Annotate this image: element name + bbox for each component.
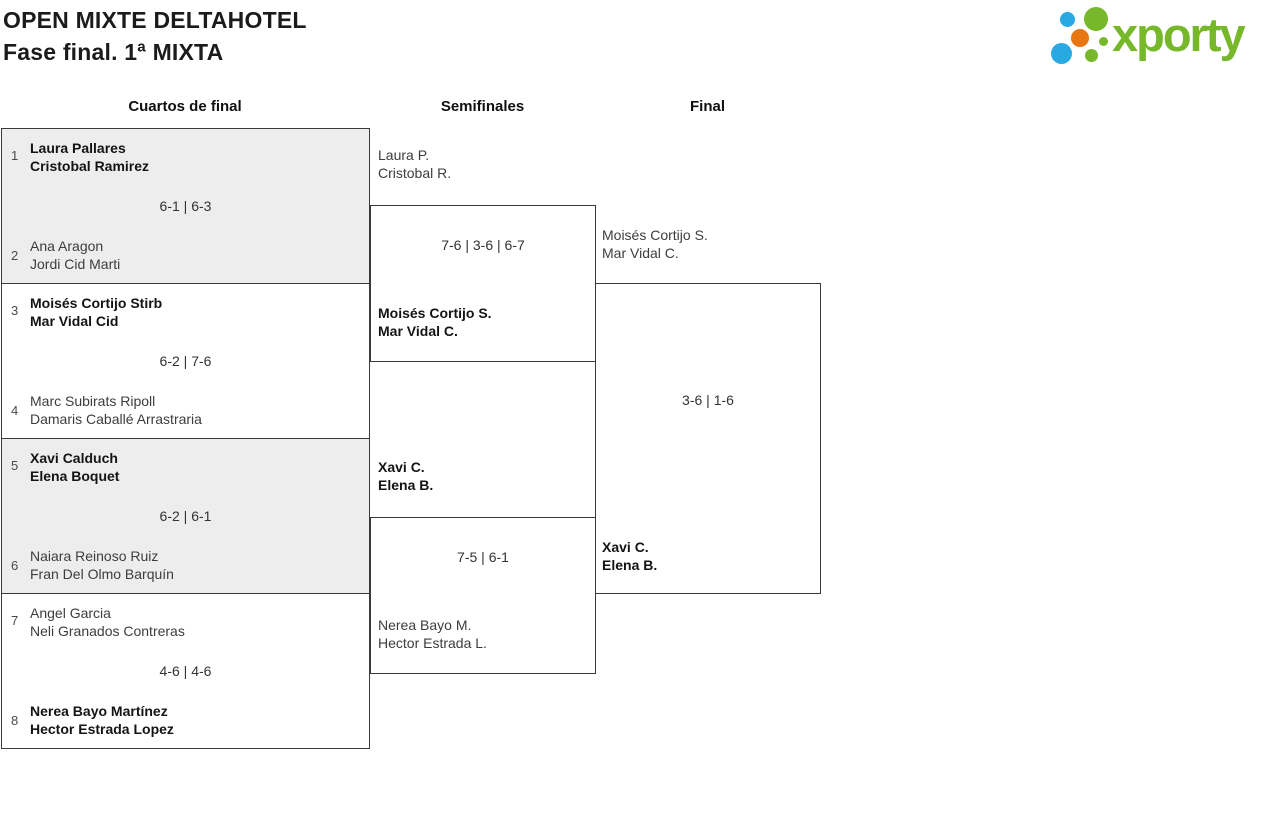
- quarterfinal-match-1: 1 Laura Pallares Cristobal Ramirez 6-1 |…: [1, 128, 370, 284]
- logo-dot-orange-icon: [1071, 29, 1089, 47]
- seed-number: 1: [11, 148, 19, 163]
- round-header-semifinals: Semifinales: [440, 98, 525, 115]
- player-name: Mar Vidal C.: [378, 323, 458, 339]
- player-name: Nerea Bayo Martínez: [30, 703, 168, 719]
- semifinal-2-team-bottom: Nerea Bayo M. Hector Estrada L.: [378, 616, 487, 652]
- final-score: 3-6 | 1-6: [682, 392, 734, 408]
- semifinal-2-score: 7-5 | 6-1: [457, 549, 509, 565]
- quarterfinal-match-4: 7 Angel Garcia Neli Granados Contreras 4…: [1, 593, 370, 749]
- logo-dot-green-tiny-icon: [1099, 37, 1108, 46]
- seed-number: 8: [11, 713, 19, 728]
- player-name: Xavi Calduch: [30, 450, 118, 466]
- player-name: Cristobal R.: [378, 165, 452, 181]
- team-pair-winner: Xavi Calduch Elena Boquet: [30, 449, 119, 485]
- seed-number: 3: [11, 303, 19, 318]
- semifinal-1-team-top: Laura P. Cristobal R.: [378, 146, 451, 182]
- player-name: Hector Estrada L.: [378, 635, 487, 651]
- logo-dot-green-small-icon: [1085, 49, 1098, 62]
- round-header-quarterfinals: Cuartos de final: [128, 98, 242, 115]
- team-pair-winner: Moisés Cortijo Stirb Mar Vidal Cid: [30, 294, 162, 330]
- final-box: [595, 283, 821, 594]
- player-name: Elena B.: [602, 557, 658, 573]
- xporty-logo[interactable]: xporty: [1046, 2, 1278, 72]
- team-pair: Naiara Reinoso Ruiz Fran Del Olmo Barquí…: [30, 547, 174, 583]
- match-score: 6-2 | 6-1: [159, 508, 212, 524]
- player-name: Laura Pallares: [30, 140, 126, 156]
- team-pair: Marc Subirats Ripoll Damaris Caballé Arr…: [30, 392, 202, 428]
- final-team-top: Moisés Cortijo S. Mar Vidal C.: [602, 226, 708, 262]
- team-pair: Angel Garcia Neli Granados Contreras: [30, 604, 185, 640]
- logo-dot-blue-large-icon: [1051, 43, 1072, 64]
- team-pair-winner: Laura Pallares Cristobal Ramirez: [30, 139, 149, 175]
- player-name: Laura P.: [378, 147, 430, 163]
- player-name: Naiara Reinoso Ruiz: [30, 548, 159, 564]
- quarterfinal-match-3: 5 Xavi Calduch Elena Boquet 6-2 | 6-1 6 …: [1, 438, 370, 594]
- match-score: 6-1 | 6-3: [159, 198, 212, 214]
- player-name: Jordi Cid Marti: [30, 256, 121, 272]
- player-name: Hector Estrada Lopez: [30, 721, 174, 737]
- player-name: Angel Garcia: [30, 605, 111, 621]
- semifinal-2-team-top-winner: Xavi C. Elena B.: [378, 458, 433, 494]
- final-team-bottom-champion: Xavi C. Elena B.: [602, 538, 657, 574]
- player-name: Mar Vidal Cid: [30, 313, 119, 329]
- player-name: Xavi C.: [378, 459, 425, 475]
- quarterfinal-match-2: 3 Moisés Cortijo Stirb Mar Vidal Cid 6-2…: [1, 283, 370, 439]
- player-name: Nerea Bayo M.: [378, 617, 472, 633]
- semifinal-1-team-bottom-winner: Moisés Cortijo S. Mar Vidal C.: [378, 304, 492, 340]
- xporty-wordmark: xporty: [1112, 8, 1246, 61]
- match-score: 6-2 | 7-6: [159, 353, 212, 369]
- semifinal-1-score: 7-6 | 3-6 | 6-7: [441, 237, 525, 253]
- logo-dot-blue-small-icon: [1060, 12, 1075, 27]
- player-name: Elena Boquet: [30, 468, 120, 484]
- player-name: Marc Subirats Ripoll: [30, 393, 156, 409]
- seed-number: 4: [11, 403, 19, 418]
- semifinal-1-box: [370, 205, 596, 362]
- page-subtitle: Fase final. 1ª MIXTA: [3, 39, 224, 65]
- player-name: Cristobal Ramirez: [30, 158, 150, 174]
- team-pair: Ana Aragon Jordi Cid Marti: [30, 237, 120, 273]
- player-name: Moisés Cortijo S.: [378, 305, 492, 321]
- player-name: Fran Del Olmo Barquín: [30, 566, 174, 582]
- team-pair-winner: Nerea Bayo Martínez Hector Estrada Lopez: [30, 702, 174, 738]
- player-name: Neli Granados Contreras: [30, 623, 185, 639]
- round-header-final: Final: [689, 98, 725, 115]
- logo-dot-green-large-icon: [1084, 7, 1108, 31]
- player-name: Damaris Caballé Arrastraria: [30, 411, 202, 427]
- seed-number: 2: [11, 248, 19, 263]
- match-score: 4-6 | 4-6: [159, 663, 212, 679]
- seed-number: 6: [11, 558, 19, 573]
- seed-number: 5: [11, 458, 19, 473]
- player-name: Elena B.: [378, 477, 434, 493]
- seed-number: 7: [11, 613, 19, 628]
- semifinal-2-box: [370, 517, 596, 674]
- player-name: Ana Aragon: [30, 238, 104, 254]
- player-name: Moisés Cortijo S.: [602, 227, 708, 243]
- player-name: Mar Vidal C.: [602, 245, 679, 261]
- player-name: Xavi C.: [602, 539, 649, 555]
- page-title: OPEN MIXTE DELTAHOTEL: [3, 7, 307, 33]
- player-name: Moisés Cortijo Stirb: [30, 295, 163, 311]
